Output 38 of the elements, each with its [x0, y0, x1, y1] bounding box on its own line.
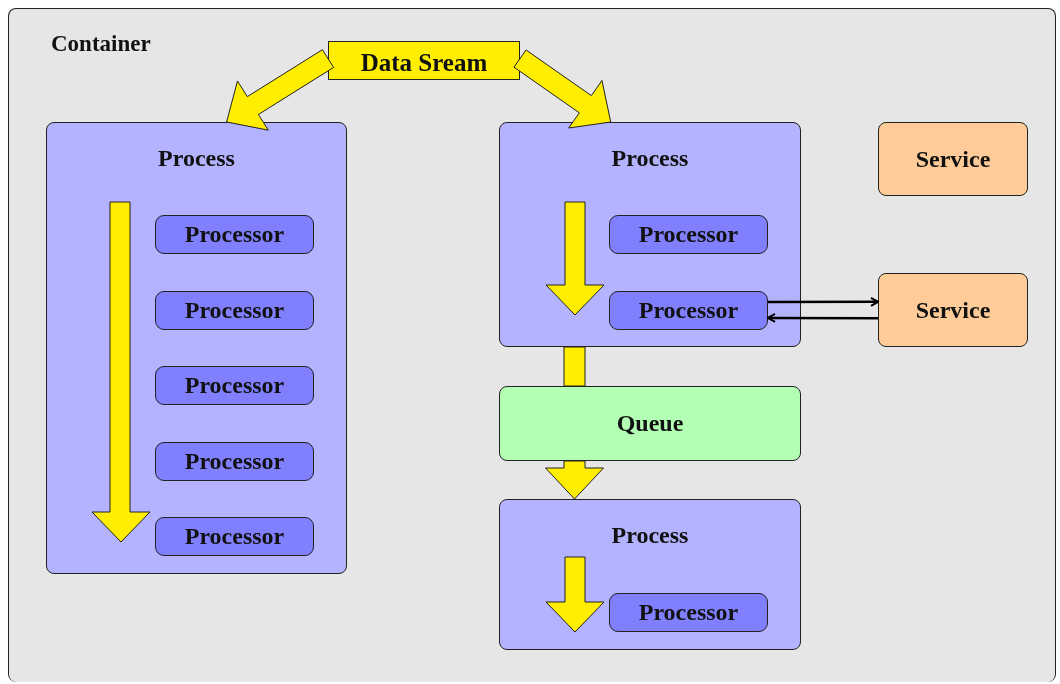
node-label: Service [915, 145, 991, 173]
process-box [499, 122, 801, 347]
node-label: Processor [184, 448, 285, 475]
processor-box [609, 215, 768, 254]
node-label: Processor [184, 297, 285, 324]
node-label: Processor [184, 523, 285, 550]
container-panel [8, 8, 1056, 682]
container-title: Container [51, 31, 151, 57]
service-box [878, 122, 1028, 196]
processor-box [155, 517, 314, 556]
node-label: Processor [184, 372, 285, 399]
queue-box [499, 386, 801, 461]
process-box [46, 122, 347, 574]
stream-label [328, 41, 520, 80]
node-label: Service [915, 296, 991, 324]
node-label: Processor [638, 297, 739, 324]
node-label: Processor [184, 221, 285, 248]
node-label: Data Sream [360, 48, 488, 77]
node-label: Process [158, 145, 235, 172]
block-arrow [226, 49, 335, 131]
processor-box [155, 442, 314, 481]
node-label: Processor [638, 221, 739, 248]
node-label: Process [611, 522, 689, 549]
node-label: Processor [638, 599, 739, 626]
processor-box [155, 215, 314, 254]
processor-box [155, 366, 314, 405]
process-box [499, 499, 801, 650]
arrow [768, 296, 879, 307]
node-label: Queue [616, 410, 684, 437]
block-arrow [545, 460, 604, 500]
block-arrow [563, 346, 586, 387]
node-label: Process [611, 145, 689, 172]
processor-box [609, 593, 768, 632]
processor-box [155, 291, 314, 330]
arrow [767, 312, 878, 323]
service-box [878, 273, 1028, 347]
block-arrow [513, 49, 612, 129]
processor-box [609, 291, 768, 330]
